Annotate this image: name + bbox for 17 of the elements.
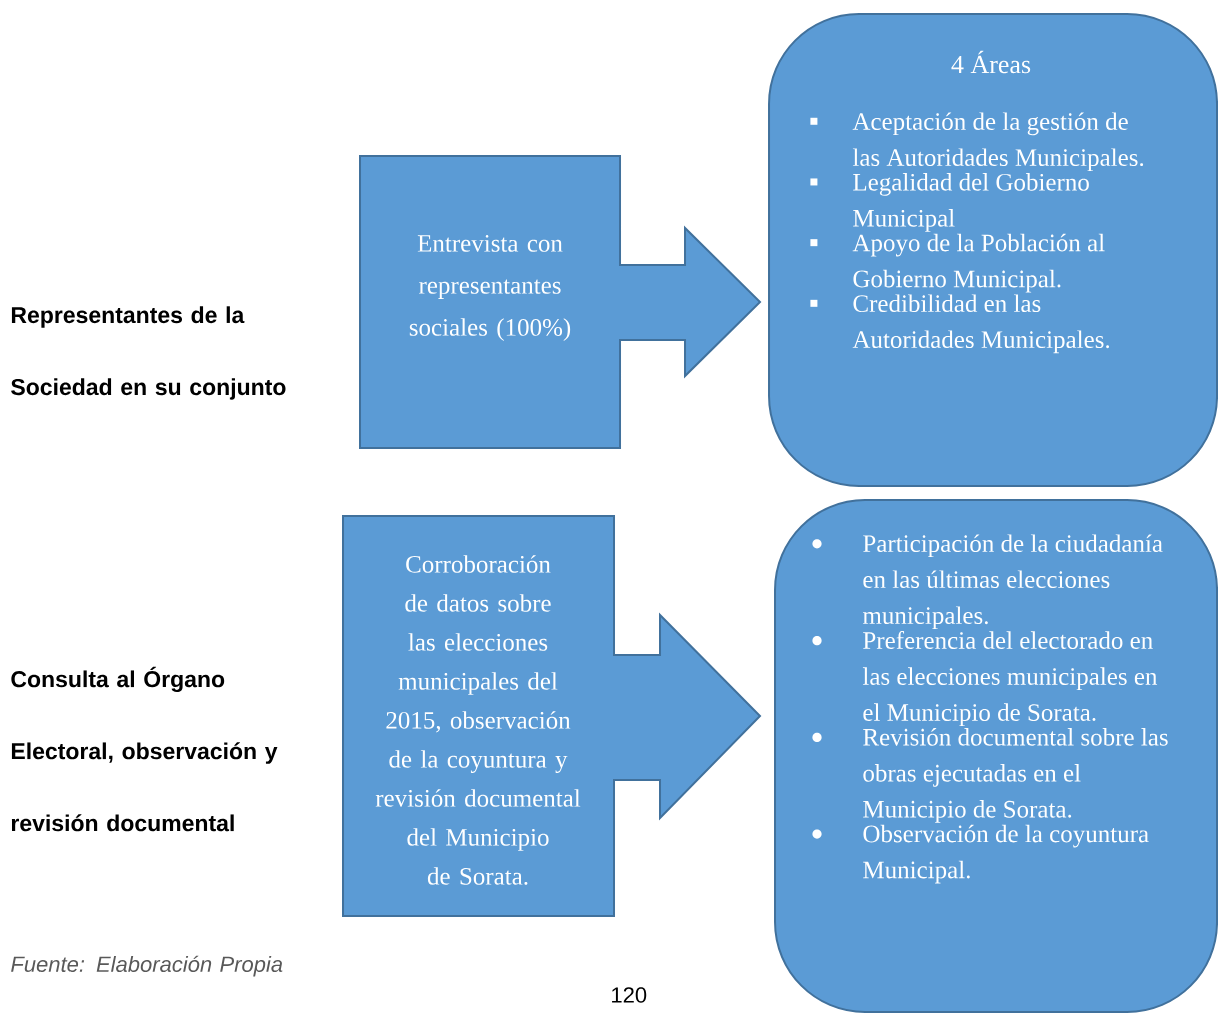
row-heading: Representantes de la Sociedad en su conjunto <box>11 306 286 400</box>
list-item: Revisión documental sobre las obras ejecutadas en el Municipio de Sorata. <box>812 728 1168 823</box>
rounded-box <box>774 499 1218 1013</box>
page-number: 120 <box>612 987 647 1003</box>
list-item: Participación de la ciudadanía en las últimas elecciones municipales. <box>812 534 1163 630</box>
list-item: Aceptación de la gestión de las Autoridades Municipales. <box>810 112 1144 172</box>
arrow-callout: Corroboración de datos sobre las elecciones municipales del 2015, observación de la coyuntura y revisión documental del Municipio de Sorata. <box>342 515 762 917</box>
rounded-box <box>768 13 1218 487</box>
box-heading: 4 Áreas <box>951 50 1031 74</box>
list-item: Credibilidad en las Autoridades Municipales. <box>810 294 1110 354</box>
list-item: Legalidad del Gobierno Municipal <box>810 173 1089 232</box>
list-item: Apoyo de la Población al Gobierno Municipal. <box>810 233 1105 293</box>
arrow-callout: Entrevista con representantes sociales (100%) <box>359 155 762 449</box>
list-item: Preferencia del electorado en las elecciones municipales en el Municipio de Sorata. <box>812 631 1158 727</box>
row-heading: Consulta al Órgano Electoral, observación y revisión documental <box>11 666 278 832</box>
source-note: Fuente: Elaboración Propia <box>11 955 283 977</box>
list-item: Observación de la coyuntura Municipal. <box>812 824 1149 884</box>
